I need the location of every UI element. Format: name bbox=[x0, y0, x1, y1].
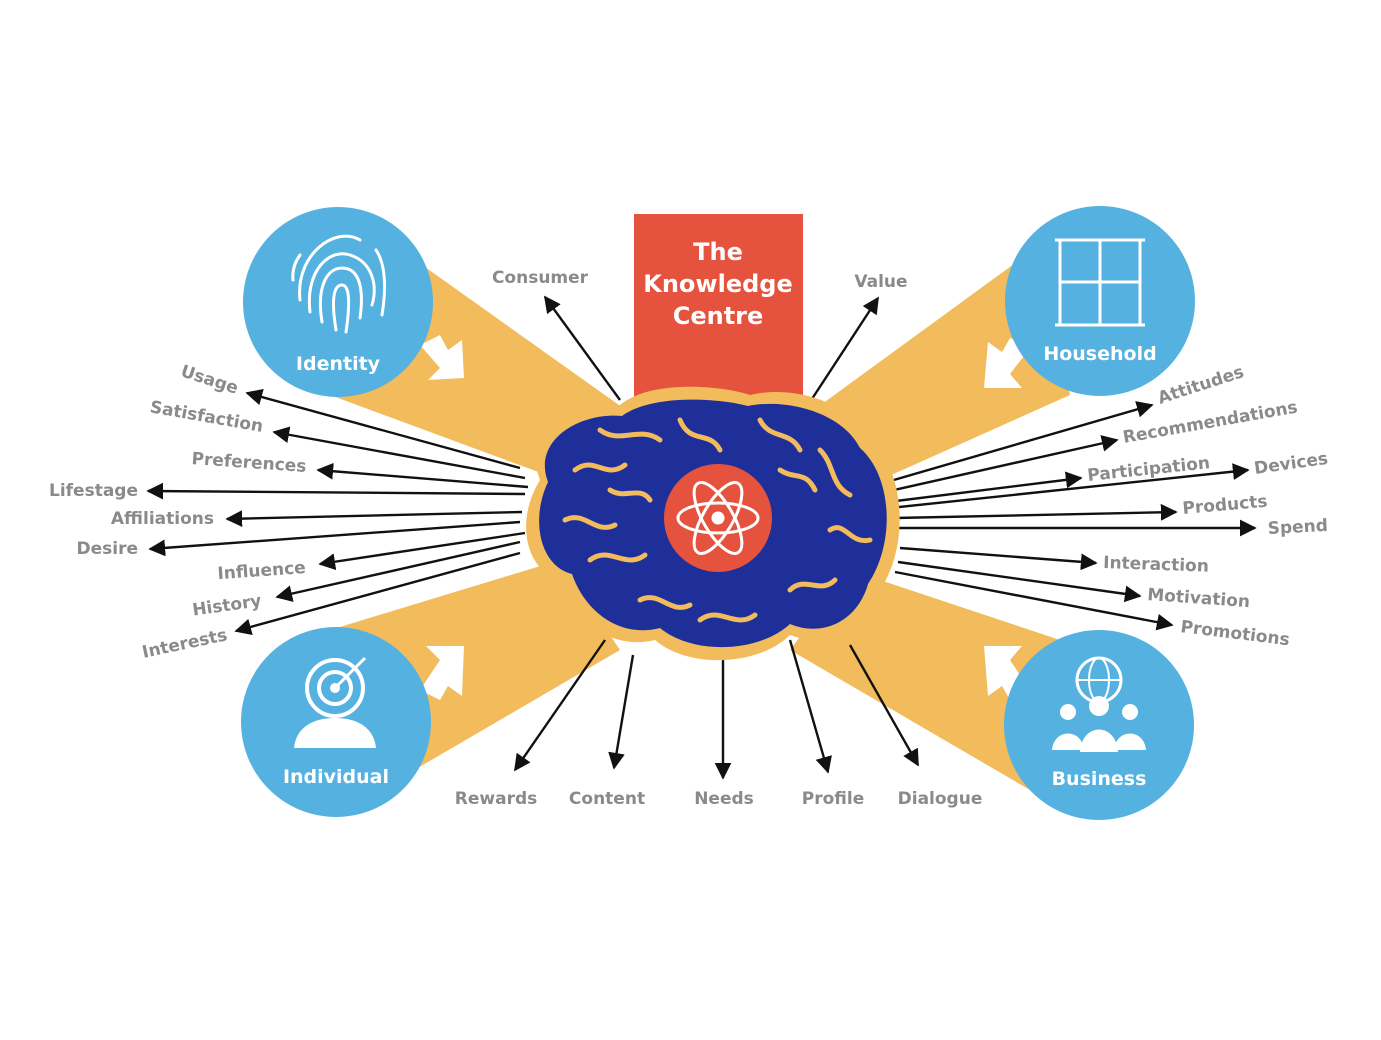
bottom-1-label: Content bbox=[569, 789, 645, 809]
left-0-label: Usage bbox=[178, 361, 240, 398]
left-4-arrow bbox=[225, 510, 523, 528]
kc-line-3: Centre bbox=[673, 302, 764, 330]
right-7-label: Motivation bbox=[1147, 585, 1251, 612]
right-6-arrow bbox=[899, 546, 1098, 571]
kc-line-2: Knowledge bbox=[643, 270, 792, 298]
top-1-arrow bbox=[806, 296, 880, 406]
bottom-0-arrow bbox=[514, 639, 606, 772]
right-5-label: Spend bbox=[1267, 516, 1328, 539]
right-1-arrow bbox=[884, 435, 1119, 494]
atom-icon bbox=[676, 481, 760, 555]
circle-individual: Individual bbox=[241, 627, 431, 817]
knowledge-centre-rect bbox=[634, 214, 803, 414]
left-5-label: Desire bbox=[76, 539, 138, 559]
left-4-label: Affiliations bbox=[111, 509, 214, 529]
window-icon bbox=[1055, 238, 1145, 327]
brain bbox=[526, 386, 900, 661]
left-8-arrow bbox=[234, 551, 521, 636]
right-7-arrow bbox=[897, 560, 1142, 603]
bottom-3-label: Profile bbox=[802, 789, 864, 809]
right-3-label: Devices bbox=[1253, 449, 1329, 479]
bottom-2-label: Needs bbox=[694, 789, 754, 809]
left-1-arrow bbox=[272, 426, 526, 480]
circle-household: Household bbox=[1005, 206, 1195, 396]
left-7-arrow bbox=[275, 540, 521, 602]
knowledge-centre-box: The Knowledge Centre bbox=[634, 214, 803, 414]
category-label-individual: Individual bbox=[283, 766, 389, 788]
bottom-4-arrow bbox=[848, 644, 920, 767]
left-2-arrow bbox=[316, 462, 529, 489]
left-6-label: Influence bbox=[217, 558, 307, 584]
right-6-label: Interaction bbox=[1103, 553, 1209, 577]
circle-identity: Identity bbox=[243, 207, 433, 397]
right-8-arrow bbox=[894, 570, 1174, 631]
right-3-arrow bbox=[889, 463, 1250, 510]
beam-arrow-individual bbox=[420, 646, 464, 700]
left-5-arrow bbox=[148, 520, 521, 557]
right-4-label: Products bbox=[1182, 492, 1269, 519]
bottom-0-label: Rewards bbox=[455, 789, 537, 809]
right-2-arrow bbox=[887, 471, 1083, 504]
top-0-arrow bbox=[544, 295, 621, 401]
fingerprint-icon bbox=[291, 234, 386, 334]
beam-arrow-household bbox=[984, 338, 1030, 388]
left-2-label: Preferences bbox=[191, 449, 307, 477]
category-label-business: Business bbox=[1052, 768, 1147, 790]
beam-household bbox=[800, 245, 1070, 480]
right-4-arrow bbox=[894, 503, 1178, 521]
right-8-label: Promotions bbox=[1179, 617, 1290, 650]
brain-folds bbox=[562, 417, 873, 623]
top-0-label: Consumer bbox=[492, 268, 589, 288]
bottom-4-label: Dialogue bbox=[898, 789, 983, 809]
beam-arrow-identity bbox=[420, 335, 464, 380]
left-3-arrow bbox=[146, 482, 526, 500]
globe-people-icon bbox=[1052, 656, 1146, 752]
target-person-icon bbox=[294, 656, 376, 748]
left-6-arrow bbox=[318, 531, 526, 571]
left-3-label: Lifestage bbox=[49, 481, 138, 501]
category-label-identity: Identity bbox=[296, 353, 381, 375]
bottom-1-arrow bbox=[608, 654, 635, 770]
left-7-label: History bbox=[191, 591, 263, 620]
left-8-label: Interests bbox=[140, 625, 229, 663]
left-0-arrow bbox=[245, 388, 521, 470]
left-1-label: Satisfaction bbox=[148, 397, 264, 437]
kc-line-1: The bbox=[693, 238, 743, 266]
arrows bbox=[146, 295, 1257, 780]
right-0-arrow bbox=[879, 401, 1154, 486]
right-0-label: Attitudes bbox=[1155, 362, 1246, 409]
category-label-household: Household bbox=[1043, 343, 1156, 365]
bottom-3-arrow bbox=[788, 639, 832, 774]
top-1-label: Value bbox=[854, 272, 907, 292]
circle-business: Business bbox=[1004, 630, 1194, 820]
